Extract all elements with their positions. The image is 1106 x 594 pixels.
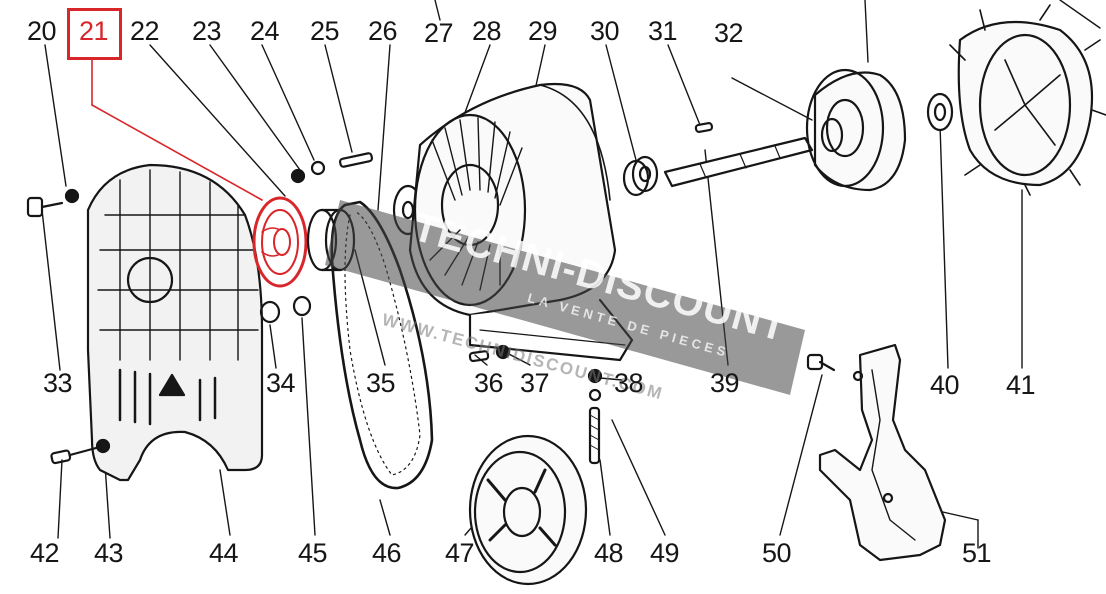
part-label-25: 25 <box>310 16 340 46</box>
part-label-27: 27 <box>424 18 454 48</box>
watermark-band <box>325 200 805 395</box>
part-label-46: 46 <box>372 538 402 568</box>
part-label-20: 20 <box>27 16 57 46</box>
part-label-51: 51 <box>962 538 992 568</box>
washer-43 <box>95 438 111 454</box>
screw-36 <box>468 350 490 363</box>
washer-34 <box>259 300 281 324</box>
part-label-45: 45 <box>298 538 328 568</box>
nut-23 <box>290 168 306 184</box>
fan-41 <box>949 4 1106 196</box>
part-label-28: 28 <box>472 16 502 46</box>
part-label-35: 35 <box>366 368 396 398</box>
key-31 <box>694 122 714 133</box>
part-label-39: 39 <box>710 368 740 398</box>
washer-45 <box>292 295 312 317</box>
part-label-50: 50 <box>762 538 792 568</box>
part-label-23: 23 <box>192 16 222 46</box>
part-label-29: 29 <box>528 16 558 46</box>
part-label-47: 47 <box>445 538 475 568</box>
screw-33 <box>26 188 80 218</box>
part-label-49: 49 <box>650 538 680 568</box>
part-label-42: 42 <box>30 538 60 568</box>
part-label-30: 30 <box>590 16 620 46</box>
part-label-41: 41 <box>1006 370 1036 400</box>
screw-42 <box>50 446 98 465</box>
part-label-40: 40 <box>930 370 960 400</box>
nut-38 <box>587 368 603 384</box>
part-label-31: 31 <box>648 16 678 46</box>
bearing-40 <box>926 92 954 132</box>
stud-48 <box>588 406 601 465</box>
washer-24 <box>310 160 326 176</box>
part-label-22: 22 <box>130 16 160 46</box>
nut-37 <box>495 344 511 360</box>
part-label-43: 43 <box>94 538 124 568</box>
part-label-32: 32 <box>714 18 744 48</box>
highlight-box <box>67 8 122 60</box>
part-label-44: 44 <box>209 538 239 568</box>
part-label-33: 33 <box>43 368 73 398</box>
bracket-51 <box>818 343 947 562</box>
pulley-47 <box>468 434 588 586</box>
leader-lines <box>41 0 1101 549</box>
part-label-21-highlighted: 21 <box>79 16 109 46</box>
shaft-39 <box>663 136 814 188</box>
part-label-24: 24 <box>250 16 280 46</box>
bearing-30 <box>622 155 659 197</box>
stud-25 <box>338 152 374 168</box>
part-label-36: 36 <box>474 368 504 398</box>
rotor-drum-32 <box>805 68 907 192</box>
pulley-21-highlighted <box>252 196 308 288</box>
part-label-38: 38 <box>614 368 644 398</box>
part-label-26: 26 <box>368 16 398 46</box>
part-label-37: 37 <box>520 368 550 398</box>
washer-49 <box>588 388 602 402</box>
belt-guard-cover <box>86 163 264 482</box>
bolt-50 <box>806 353 836 372</box>
part-label-48: 48 <box>594 538 624 568</box>
part-label-34: 34 <box>266 368 296 398</box>
